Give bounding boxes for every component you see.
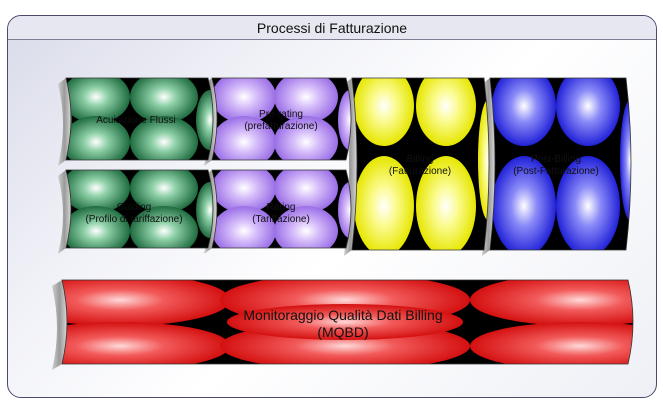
- guiding-block: [66, 170, 213, 248]
- mqbd-title: Monitoraggio Qualità Dati Billing: [243, 307, 443, 323]
- rating-title: Rating: [266, 202, 296, 213]
- postbilling-title: Post-Billing: [530, 154, 582, 165]
- billing-block: [352, 78, 489, 250]
- mqbd-label: Monitoraggio Qualità Dati Billing (MQBD): [243, 307, 442, 341]
- postbilling-subtitle: (Post-Fatturazione): [513, 166, 599, 177]
- rating-label: Rating (Tariffazione): [252, 202, 310, 226]
- prerating-label: Pre-rating (prefatturazione): [244, 109, 317, 133]
- rating-subtitle: (Tariffazione): [252, 214, 310, 225]
- billing-title: Billing: [406, 154, 434, 165]
- block-outlines: [61, 77, 634, 365]
- mqbd-subtitle: (MQBD): [317, 324, 369, 340]
- guiding-subtitle: (Profilo di tariffazione): [85, 214, 183, 225]
- postbilling-block: [490, 78, 631, 250]
- postbilling-label: Post-Billing (Post-Fatturazione): [513, 154, 599, 178]
- prerating-block: [212, 78, 351, 160]
- acquisition-label: Acuisizione Flussi: [96, 115, 176, 126]
- diagram-title: Processi di Fatturazione: [8, 16, 656, 40]
- prerating-subtitle: (prefatturazione): [244, 121, 318, 132]
- guiding-label: Guiding (Profilo di tariffazione): [85, 202, 182, 226]
- prerating-title: Pre-rating: [259, 109, 303, 120]
- rating-block: [212, 170, 351, 248]
- billing-subtitle: (Fatturazione): [388, 166, 452, 177]
- mqbd-block: [62, 280, 633, 364]
- billing-label: Billing (Fatturazione): [389, 154, 451, 178]
- guiding-title: Guiding: [116, 202, 152, 213]
